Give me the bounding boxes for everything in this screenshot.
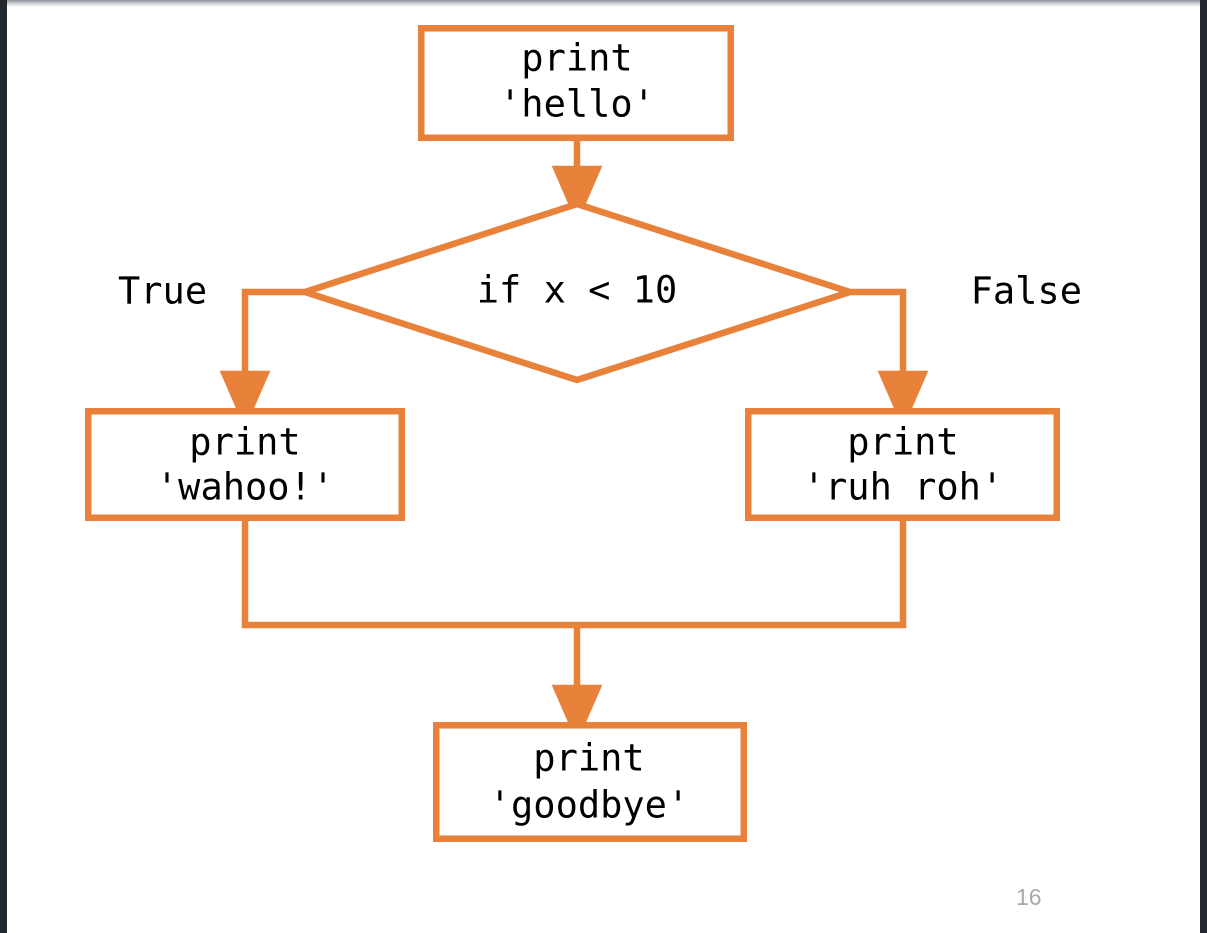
node-false-branch-line2: 'ruh roh'	[803, 466, 1003, 509]
node-decision[interactable]: if x < 10	[294, 200, 861, 384]
edge-merge-bar	[241, 521, 907, 629]
top-shadow-band	[7, 0, 1200, 7]
edge-label-true: True	[118, 270, 207, 313]
node-end-line2: 'goodbye'	[489, 784, 689, 827]
node-start-line2: 'hello'	[499, 83, 655, 126]
node-true-branch[interactable]: print 'wahoo!'	[85, 408, 405, 521]
node-end-box	[433, 722, 747, 842]
edge-label-false: False	[971, 270, 1082, 313]
node-true-branch-line1: print	[189, 421, 300, 464]
node-start-line1: print	[521, 37, 632, 80]
node-true-branch-line2: 'wahoo!'	[156, 466, 334, 509]
node-false-branch-line1: print	[847, 421, 958, 464]
right-page-gutter	[1200, 0, 1207, 933]
left-page-gutter	[0, 0, 7, 933]
node-false-branch-box	[745, 408, 1060, 521]
page-number: 16	[1016, 884, 1042, 910]
node-false-branch[interactable]: print 'ruh roh'	[745, 408, 1060, 521]
node-decision-diamond	[294, 200, 861, 384]
node-true-branch-box	[85, 408, 405, 521]
edge-decision-to-false	[850, 288, 929, 430]
node-start-box	[418, 25, 734, 141]
edge-decision-to-true	[219, 288, 305, 430]
node-decision-label: if x < 10	[477, 269, 677, 312]
node-end-line1: print	[533, 737, 644, 780]
node-end[interactable]: print 'goodbye'	[433, 722, 747, 842]
node-start[interactable]: print 'hello'	[418, 25, 734, 141]
